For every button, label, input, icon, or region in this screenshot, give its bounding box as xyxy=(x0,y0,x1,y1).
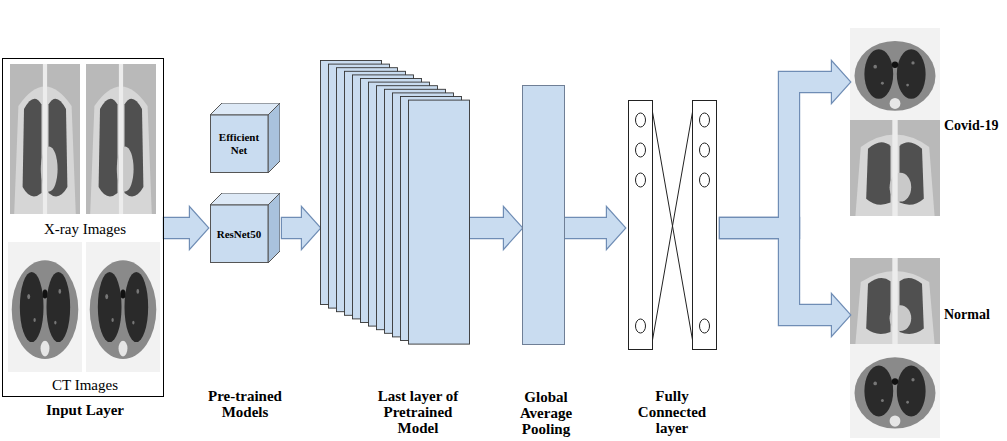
text-holder: ResNet50 xyxy=(210,205,268,263)
block-arrow-outline xyxy=(282,208,320,248)
layer-label: Input Layer xyxy=(10,402,160,419)
neuron xyxy=(700,173,710,187)
connector-outlines xyxy=(164,62,850,335)
weight-line xyxy=(653,112,693,340)
model-name: Efficient Net xyxy=(210,131,268,157)
layer-label: Fully Connected layer xyxy=(626,388,718,436)
xray-image xyxy=(850,258,940,344)
text-holder: Normal xyxy=(944,306,990,323)
neuron xyxy=(636,319,646,333)
layer-label: Last layer of Pretrained Model xyxy=(365,388,471,436)
dense-layer: Fully Connected layer xyxy=(625,98,720,352)
block-arrow xyxy=(720,62,850,238)
block-arrow-outline xyxy=(470,208,522,248)
xray-image xyxy=(86,64,156,214)
layer-label: Pre-trained Models xyxy=(197,388,293,420)
input-panel: X-ray ImagesCT ImagesInput Layer xyxy=(2,58,164,397)
text-holder: X-ray Images xyxy=(10,221,160,238)
text-holder: Input Layer xyxy=(10,402,160,419)
neuron xyxy=(636,113,646,127)
block-arrow-outline xyxy=(720,62,850,238)
model-group: Pre-trained ModelsEfficient NetResNet50 xyxy=(208,100,282,270)
neuron xyxy=(636,143,646,157)
block-arrow xyxy=(565,208,625,248)
ct-image xyxy=(8,242,82,372)
block-arrow-outline xyxy=(164,208,208,248)
neuron xyxy=(700,143,710,157)
text-holder: Fully Connected layer xyxy=(626,388,718,436)
model-cube: Efficient Net xyxy=(210,103,280,173)
class-label: Covid-19 xyxy=(944,117,998,134)
pooling-layer: Global Average Pooling xyxy=(522,85,565,345)
connector-fills xyxy=(164,62,850,335)
model-name: ResNet50 xyxy=(210,228,268,241)
block-arrow xyxy=(282,208,320,248)
text-holder: CT Images xyxy=(10,377,160,394)
xray-image xyxy=(10,64,80,214)
feature-map-stack: Last layer of Pretrained Model xyxy=(320,60,470,345)
block-arrow-outline xyxy=(720,218,850,335)
cube-front xyxy=(211,115,269,173)
cube-front xyxy=(211,205,269,263)
cube-side xyxy=(268,193,280,263)
neuron xyxy=(700,319,710,333)
dense-outline xyxy=(625,98,720,352)
cube-side xyxy=(268,103,280,173)
neuron xyxy=(636,173,646,187)
output-class: Normal xyxy=(850,258,940,438)
class-label: Normal xyxy=(944,306,990,323)
neuron xyxy=(700,113,710,127)
text-holder: Last layer of Pretrained Model xyxy=(365,388,471,436)
feature-map xyxy=(409,100,470,344)
neuron-column xyxy=(693,101,717,350)
image-caption: X-ray Images xyxy=(10,221,160,238)
text-holder: Pre-trained Models xyxy=(197,388,293,420)
output-class: Covid-19 xyxy=(850,28,940,216)
text-holder: Covid-19 xyxy=(944,117,998,134)
model-cube: ResNet50 xyxy=(210,193,280,263)
ct-image xyxy=(850,344,940,438)
layer-label: Global Average Pooling xyxy=(509,389,583,437)
xray-image xyxy=(850,120,940,216)
ct-image xyxy=(86,242,160,372)
block-arrow xyxy=(164,208,208,248)
block-arrow xyxy=(720,218,850,335)
block-arrow-outline xyxy=(565,208,625,248)
stack-outline xyxy=(320,60,470,345)
text-holder: Global Average Pooling xyxy=(509,389,583,437)
neuron-column xyxy=(629,101,653,350)
image-caption: CT Images xyxy=(10,377,160,394)
weight-line xyxy=(653,112,693,340)
text-holder: Efficient Net xyxy=(210,115,268,173)
block-arrow xyxy=(470,208,522,248)
ct-image xyxy=(850,28,940,120)
